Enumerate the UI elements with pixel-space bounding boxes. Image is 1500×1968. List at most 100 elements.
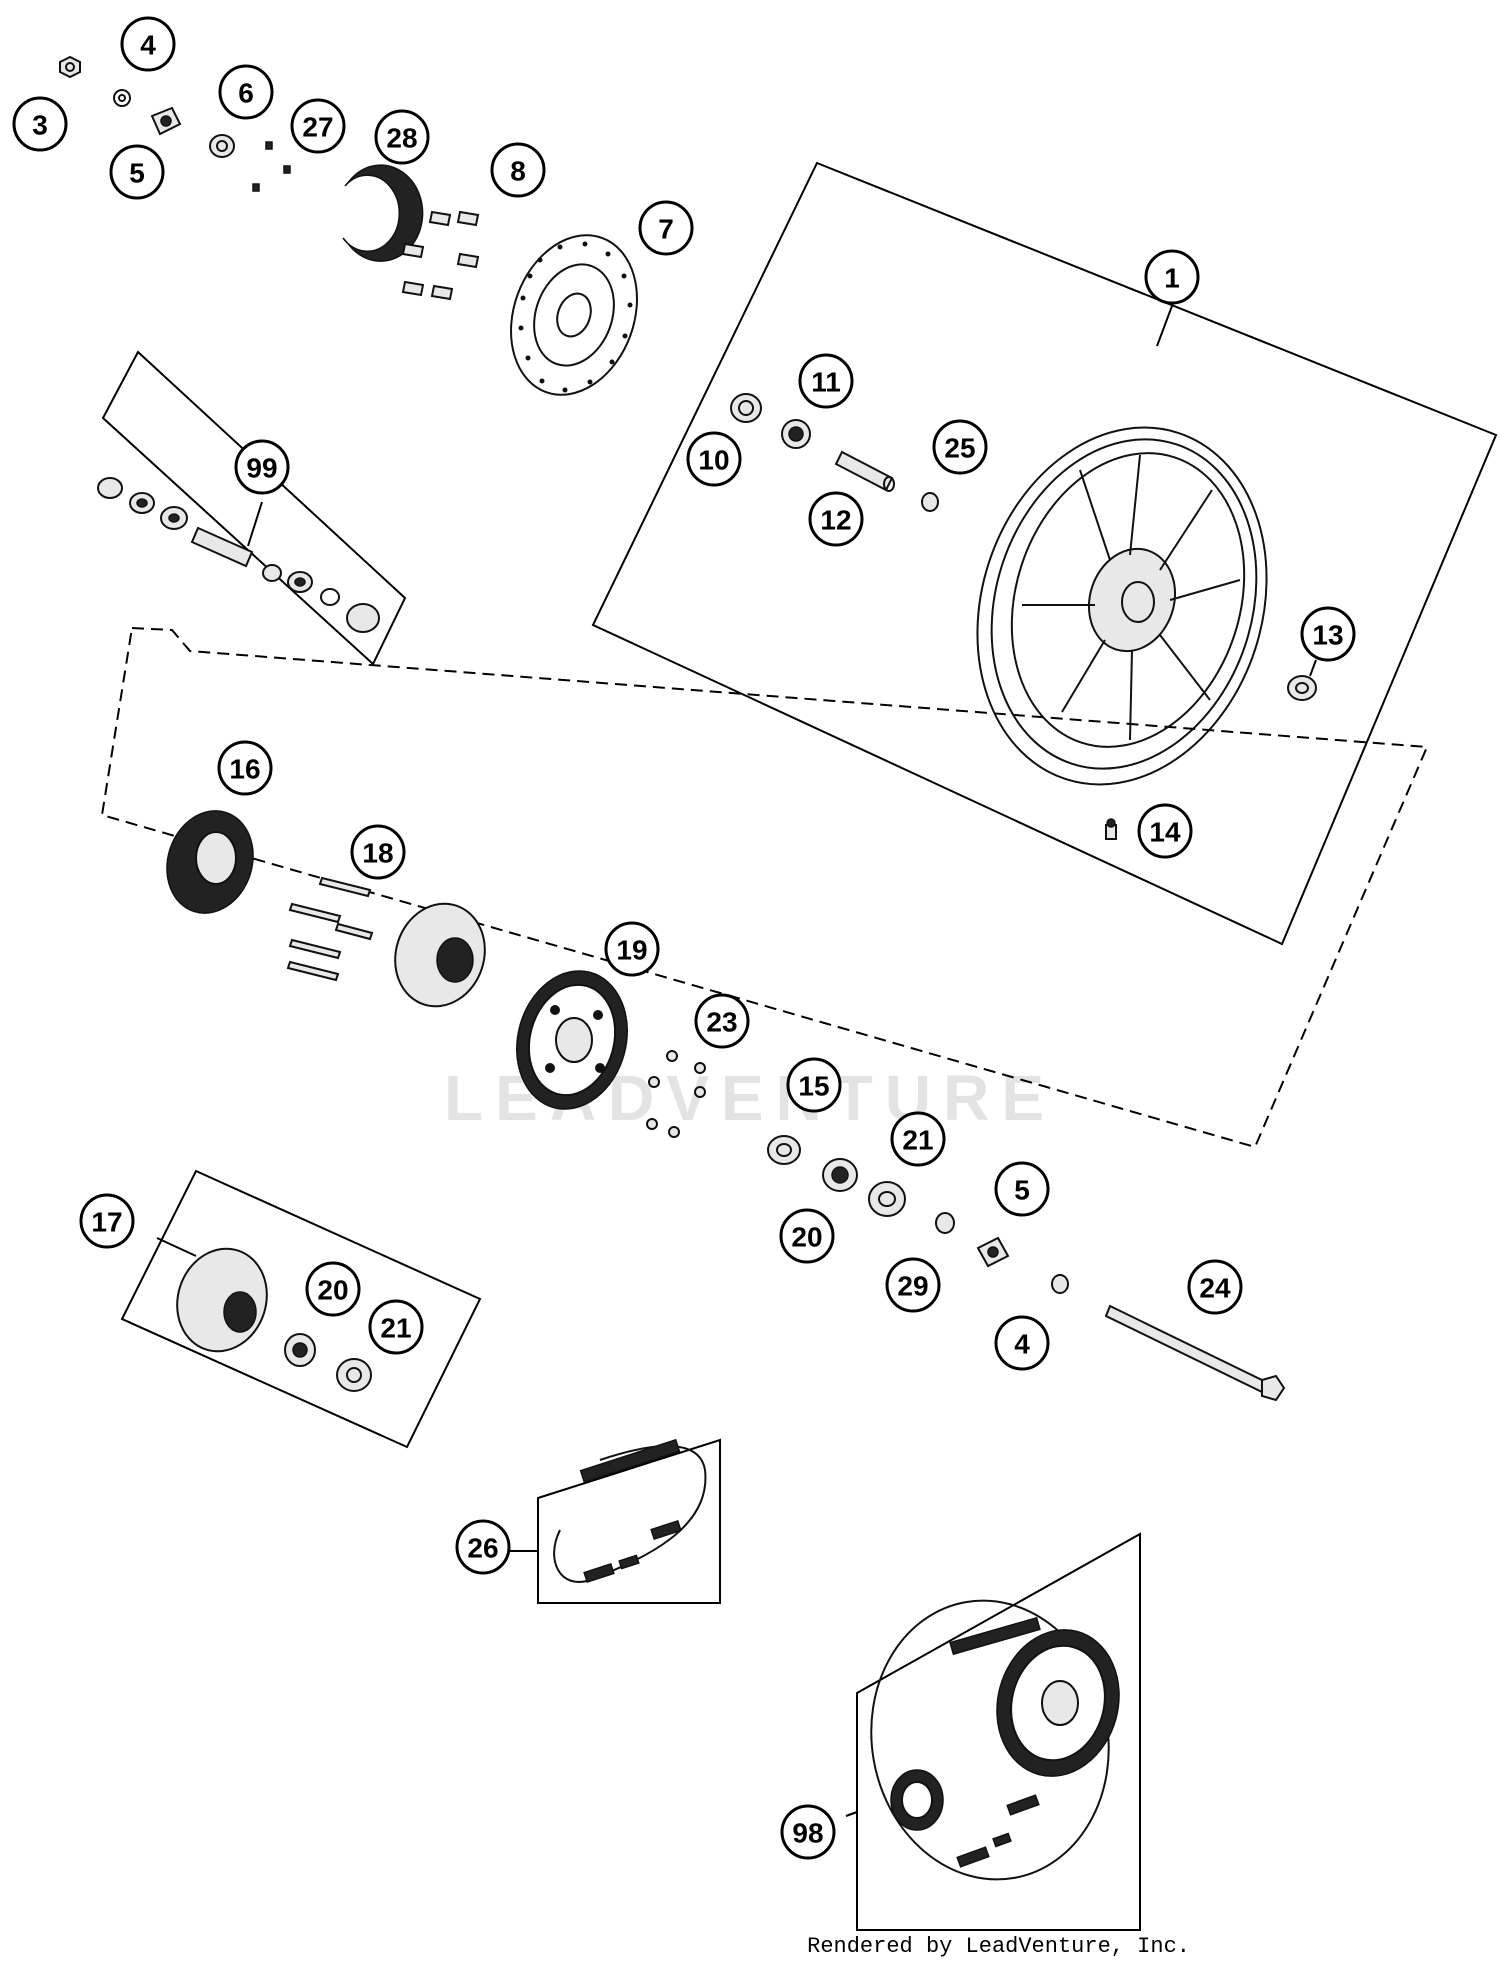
callout-17-circle — [79, 1193, 135, 1249]
callout-29-circle — [885, 1257, 941, 1313]
rear-hub-group-dashed-box — [100, 626, 1429, 1149]
spacer-25 — [921, 492, 939, 512]
callout-20-mid: 20 — [779, 1208, 835, 1264]
seal-21-mid — [868, 1181, 906, 1217]
callout-5-top: 5 — [109, 144, 165, 200]
chain-kit-98 — [870, 1599, 1120, 1881]
callout-21-left: 21 — [368, 1299, 424, 1355]
callout-18: 18 — [350, 824, 406, 880]
callout-21-mid: 21 — [890, 1111, 946, 1167]
callout-15-circle — [786, 1057, 842, 1113]
callout-4-top-label: 4 — [140, 30, 156, 61]
callout-23-label: 23 — [706, 1007, 737, 1038]
callout-6: 6 — [218, 64, 274, 120]
callout-23: 23 — [694, 993, 750, 1049]
callout-11-circle — [798, 353, 854, 409]
leader-lines — [156, 297, 1317, 1817]
brake-disc-protector-28 — [342, 164, 424, 262]
callout-11: 11 — [798, 353, 854, 409]
kit-98-box — [856, 1532, 1141, 1931]
spacer-6 — [209, 134, 235, 158]
callout-17: 17 — [79, 1193, 135, 1249]
callout-18-circle — [350, 824, 406, 880]
callout-5-mid-label: 5 — [1014, 1175, 1030, 1206]
chain-adjuster-5-top — [150, 106, 182, 136]
callout-7-circle — [638, 200, 694, 256]
callout-6-label: 6 — [238, 78, 254, 109]
chain-26 — [553, 1438, 707, 1584]
callout-8-label: 8 — [510, 156, 526, 187]
callout-20-mid-circle — [779, 1208, 835, 1264]
callout-4-mid-circle — [994, 1315, 1050, 1371]
callout-16: 16 — [217, 740, 273, 796]
callout-4-top: 4 — [120, 16, 176, 72]
callout-8-circle — [490, 142, 546, 198]
callout-23-circle — [694, 993, 750, 1049]
callout-13-circle — [1300, 606, 1356, 662]
callout-98-circle — [780, 1804, 836, 1860]
callout-20-left-circle — [305, 1261, 361, 1317]
callout-24-label: 24 — [1199, 1273, 1231, 1304]
callout-10: 10 — [686, 431, 742, 487]
kit-99-box — [101, 350, 407, 666]
spacer-15 — [767, 1135, 801, 1165]
callout-5-top-label: 5 — [129, 158, 145, 189]
cush-drive-16 — [166, 810, 254, 914]
callout-27: 27 — [290, 98, 346, 154]
callout-12-circle — [808, 491, 864, 547]
callout-7-label: 7 — [658, 214, 674, 245]
callout-21-mid-label: 21 — [902, 1125, 933, 1156]
spacer-13 — [1287, 675, 1317, 701]
rear-sprocket-19 — [516, 970, 628, 1110]
callout-4-mid-label: 4 — [1014, 1329, 1030, 1360]
pins-27 — [252, 141, 291, 192]
callout-5-top-circle — [109, 144, 165, 200]
callout-15: 15 — [786, 1057, 842, 1113]
callout-8: 8 — [490, 142, 546, 198]
callout-99: 99 — [234, 439, 290, 495]
callout-26: 26 — [455, 1519, 511, 1575]
screws-8 — [401, 210, 480, 301]
callout-21-left-circle — [368, 1299, 424, 1355]
callout-1: 1 — [1144, 249, 1200, 305]
chain-26-box — [537, 1438, 721, 1604]
callout-13: 13 — [1300, 606, 1356, 662]
valve-14 — [1105, 818, 1117, 840]
callout-14-label: 14 — [1149, 817, 1181, 848]
sprocket-carrier-hub — [394, 902, 486, 1008]
callout-14: 14 — [1137, 803, 1193, 859]
callout-24-circle — [1187, 1259, 1243, 1315]
callout-12: 12 — [808, 491, 864, 547]
bearing-11 — [781, 419, 811, 449]
axle-24 — [1104, 1304, 1286, 1402]
washer-4-top — [113, 89, 131, 107]
callout-29: 29 — [885, 1257, 941, 1313]
callout-25-label: 25 — [944, 433, 975, 464]
callout-7: 7 — [638, 200, 694, 256]
callout-16-circle — [217, 740, 273, 796]
spacer-tube-12 — [834, 450, 895, 492]
callout-26-label: 26 — [467, 1533, 498, 1564]
kit-99-parts — [97, 477, 380, 633]
callout-1-label: 1 — [1164, 263, 1180, 294]
callout-12-label: 12 — [820, 505, 851, 536]
nut-3 — [59, 55, 81, 79]
callout-27-label: 27 — [302, 112, 333, 143]
callout-3: 3 — [12, 96, 68, 152]
callout-6-circle — [218, 64, 274, 120]
callout-4-top-circle — [120, 16, 176, 72]
callout-29-label: 29 — [897, 1271, 928, 1302]
callout-21-left-label: 21 — [380, 1313, 411, 1344]
callout-18-label: 18 — [362, 838, 393, 869]
callout-5-mid-circle — [994, 1161, 1050, 1217]
callout-16-label: 16 — [229, 754, 260, 785]
seal-10 — [730, 393, 762, 423]
callout-99-label: 99 — [246, 453, 277, 484]
bearing-20-left — [284, 1333, 316, 1367]
callout-19-circle — [604, 921, 660, 977]
callout-28: 28 — [374, 109, 430, 165]
callout-27-circle — [290, 98, 346, 154]
callout-20-left-label: 20 — [317, 1275, 348, 1306]
